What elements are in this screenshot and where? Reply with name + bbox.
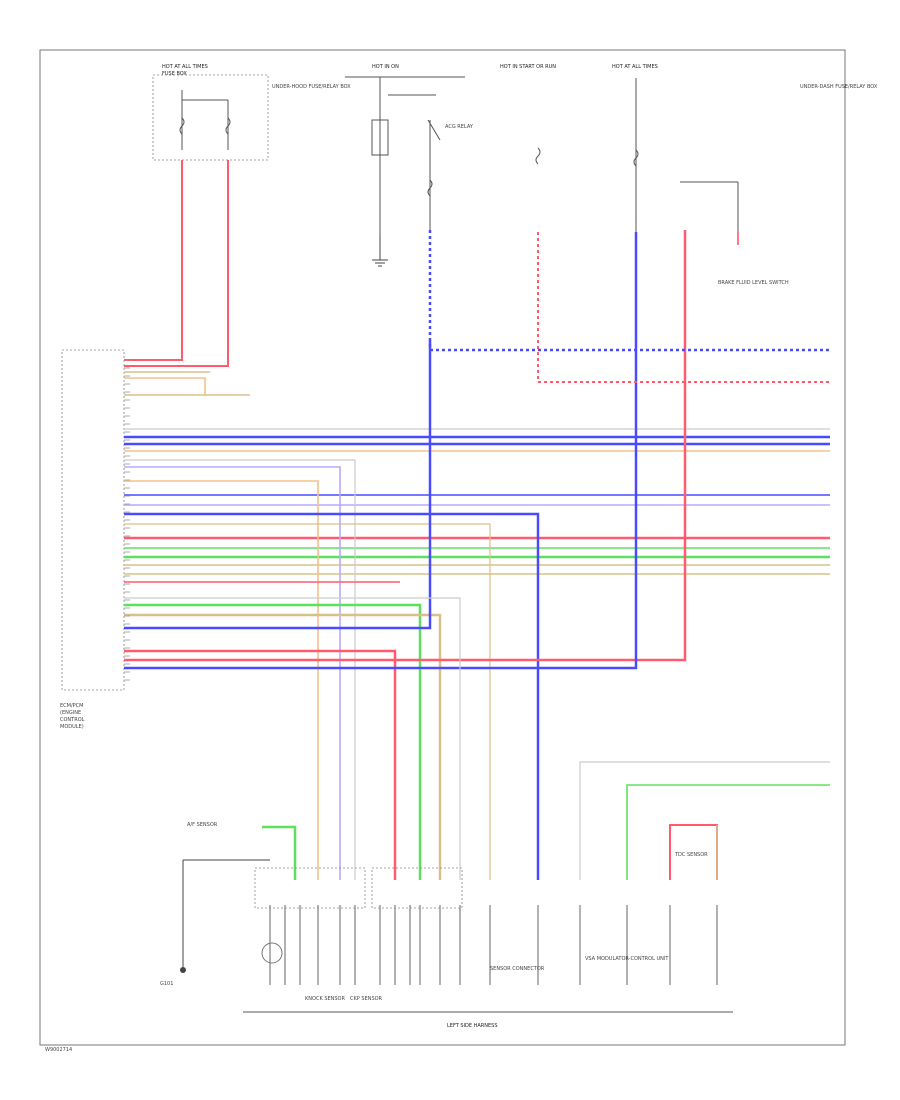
relay-label: ACG RELAY [445,124,474,130]
wire-blue-down-1 [124,512,540,880]
bottom-connector-1 [254,867,366,909]
wire-red-top-right [537,232,830,383]
wire-group [124,160,830,880]
fuse-box-left-note: UNDER-HOOD FUSE/RELAY BOX [272,84,351,90]
bottom-bus-label: LEFT SIDE HARNESS [447,1023,498,1029]
bottom-right-module-label: VSA MODULATOR-CONTROL UNIT [585,956,669,962]
wire-blue-up [124,340,432,630]
wire-red-up-right [124,230,687,662]
fuse-icon [225,117,231,135]
relay-coil [371,119,389,156]
wire-green-down [124,603,422,880]
bottom-sensor-3-label: CKP SENSOR [350,996,383,1002]
relay-switch-contact [427,119,441,141]
wire-gray-bottom-right [579,761,830,880]
ecm-note-line-3: CONTROL [60,717,85,723]
wire-green-bottom-right [626,784,830,880]
wire-gray-down-1 [124,459,356,880]
wire-orange-1 [124,377,206,395]
ecm-note-line-2: (ENGINE [60,710,81,716]
fuse-icon [535,147,541,165]
sensor-icon [261,942,283,964]
wire-tan-down-1 [124,523,491,880]
wire-red-down [124,649,397,880]
ground-icon [180,859,270,973]
bottom-connector-2 [371,867,463,909]
fuse-box-left-title-1: HOT AT ALL TIMES [162,64,208,70]
right-note: UNDER-DASH FUSE/RELAY BOX [800,84,878,90]
hot-start-run-label: HOT IN START OR RUN [500,64,556,70]
wire-blue-top-right [428,230,830,352]
wire-orange-down [124,480,319,880]
wire-blue-up-right [124,232,638,670]
bottom-sensor-4-label: TDC SENSOR [674,852,708,858]
ecm-note-line-1: ECM/PCM [60,703,83,709]
top-right-label: BRAKE FLUID LEVEL SWITCH [718,280,789,286]
fuse-box-left-title-2: FUSE BOX [162,71,187,77]
diagram-border [39,49,846,1046]
wire-red-fuse-1 [124,160,183,361]
footer-code: W9002714 [45,1047,72,1053]
fuse-icon [179,117,185,135]
wire-red-fuse-2 [124,160,229,367]
fuse-icon [633,149,639,167]
ground-label: G101 [160,981,173,987]
connector-pin-group [124,359,718,985]
wire-green-bottom-left [262,825,297,880]
wire-tan-down-2 [124,613,442,880]
wire-violet-down-1 [124,466,341,880]
ecm-module-box [61,349,125,691]
bottom-sensor-2-label: KNOCK SENSOR [305,996,345,1002]
hot-in-on-label: HOT IN ON [372,64,399,70]
ecm-note-line-4: MODULE) [60,724,84,730]
hot-at-all-times-label: HOT AT ALL TIMES [612,64,658,70]
bottom-connector-label: SENSOR CONNECTOR [490,966,545,972]
bottom-sensor-1-label: A/F SENSOR [187,822,218,828]
ground-icon [372,235,388,267]
wire-gray-down-2 [124,597,461,880]
fuse-box-left [152,74,269,161]
